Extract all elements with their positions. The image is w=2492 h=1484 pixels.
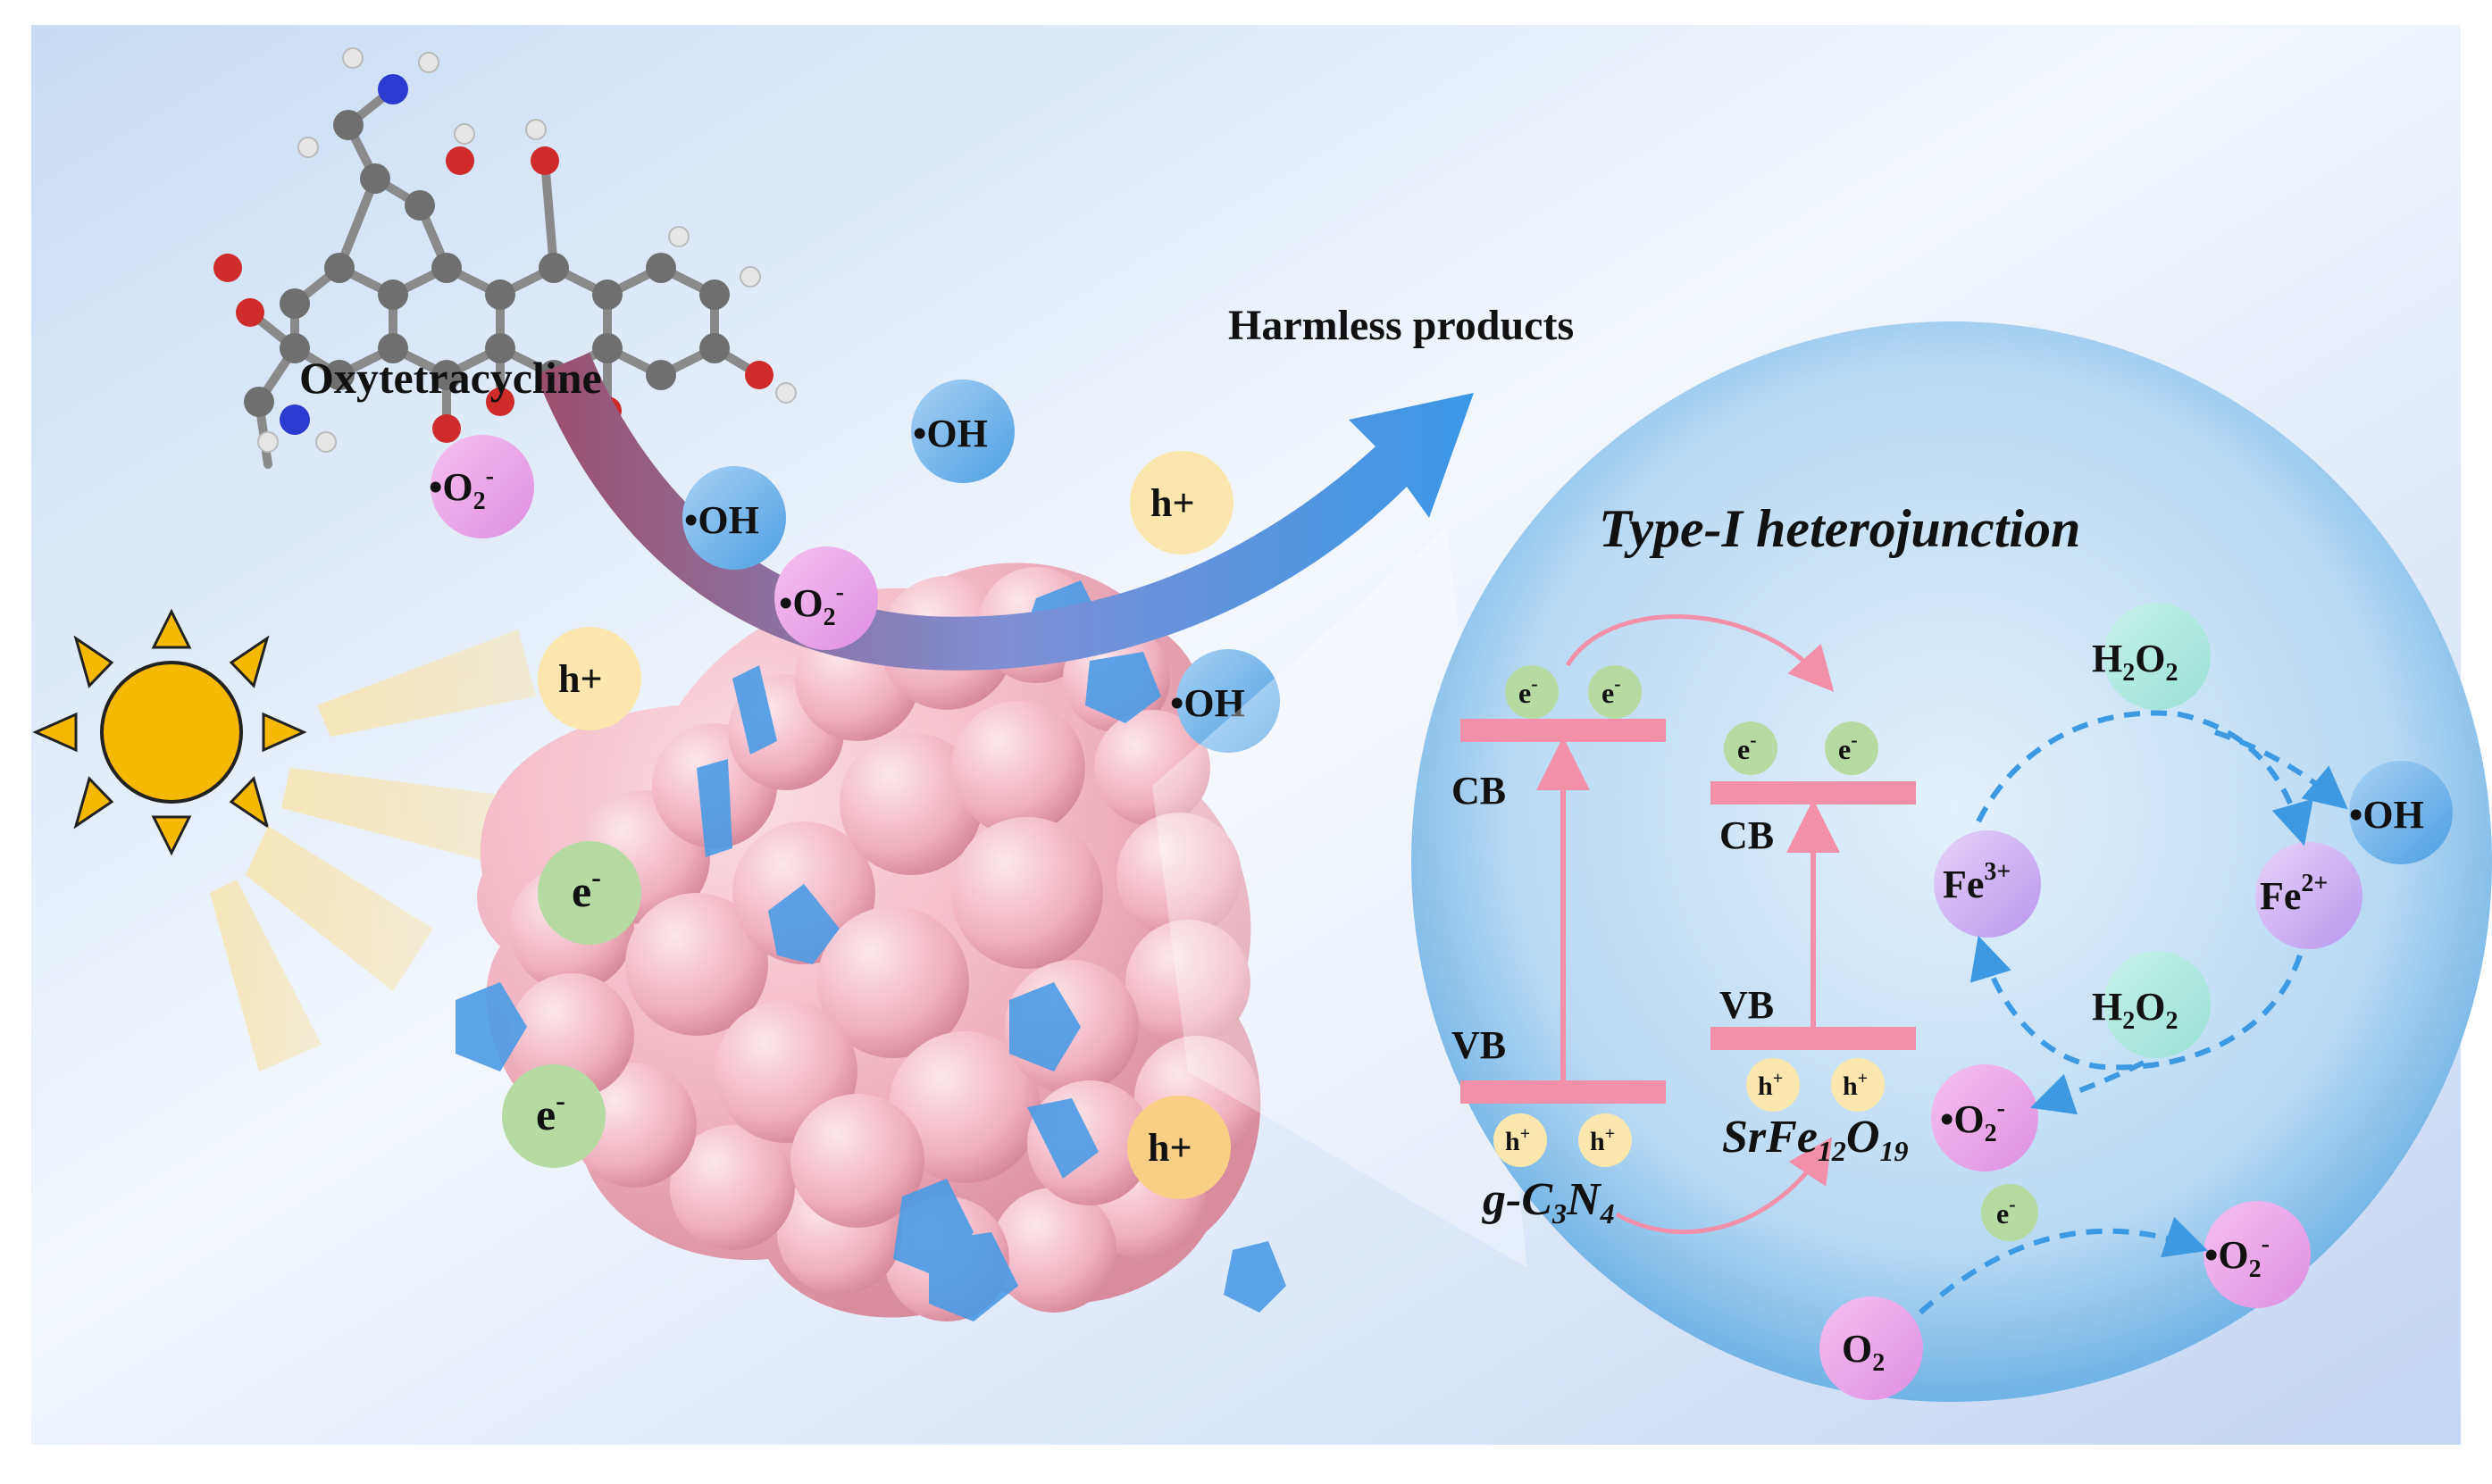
svg-text:h+: h+ — [1148, 1126, 1192, 1170]
o2-badge — [1819, 1296, 1923, 1400]
fe2-badge — [2255, 842, 2362, 949]
svg-text:h+: h+ — [1150, 481, 1195, 525]
products-label: Harmless products — [1228, 302, 1574, 349]
svg-text:h+: h+ — [1843, 1069, 1868, 1101]
svg-text:•O2-: •O2- — [1940, 1095, 2005, 1147]
svg-text:e-: e- — [1737, 729, 1757, 765]
svg-text:•OH: •OH — [1170, 681, 1245, 725]
svg-text:•O2-: •O2- — [779, 579, 844, 631]
electron-badge — [502, 1064, 606, 1168]
molecule-label: Oxytetracycline — [299, 353, 602, 403]
superoxide-badge-right — [2203, 1201, 2311, 1308]
hole-badge — [538, 627, 641, 730]
svg-text:•O2-: •O2- — [429, 463, 494, 515]
gcn-vb-label: VB — [1451, 1023, 1506, 1067]
superoxide-badge — [431, 435, 534, 538]
svg-text:e-: e- — [1518, 672, 1538, 709]
hole-badge — [1130, 451, 1233, 554]
svg-text:e-: e- — [1996, 1193, 2016, 1230]
svg-text:h+: h+ — [558, 657, 603, 701]
oxytetracycline-molecule — [213, 47, 797, 469]
srfe-vb-band — [1710, 1027, 1916, 1050]
hydroxyl-badge — [1176, 649, 1280, 753]
hole-transfer-arrow — [1615, 1137, 1833, 1235]
svg-text:•OH: •OH — [913, 412, 988, 455]
hydroxyl-badge — [911, 379, 1015, 483]
electron-badge-small — [1981, 1184, 2038, 1241]
superoxide-badge — [774, 546, 878, 650]
gcn-cb-label: CB — [1451, 769, 1506, 813]
srfe-label: SrFe12O19 — [1722, 1112, 1908, 1167]
fe2-to-fe3-arrow — [1969, 935, 2303, 1071]
svg-text:•OH: •OH — [684, 498, 759, 542]
svg-text:Fe2+: Fe2+ — [2260, 870, 2328, 918]
svg-text:h+: h+ — [1505, 1124, 1530, 1156]
hole-badge — [1127, 1096, 1231, 1199]
svg-text:•OH: •OH — [2349, 793, 2424, 837]
svg-text:e-: e- — [1838, 729, 1858, 765]
svg-text:H2O2: H2O2 — [2092, 985, 2178, 1035]
superoxide-badge-mid — [1931, 1064, 2038, 1171]
electron-badge — [538, 841, 641, 945]
degradation-arrow — [536, 353, 1474, 671]
to-superoxide-arrow — [2029, 1060, 2145, 1115]
cb-electrons: e- e- e- e- — [1505, 665, 1878, 775]
sun-icon — [32, 608, 307, 856]
svg-text:O2: O2 — [1842, 1327, 1885, 1377]
hydroxyl-badge — [682, 466, 786, 570]
srfe-cb-label: CB — [1719, 813, 1774, 857]
fe3-to-fe2-arrow — [1976, 710, 2313, 846]
svg-text:h+: h+ — [1758, 1069, 1783, 1101]
srfe-vb-label: VB — [1719, 983, 1774, 1027]
vb-holes: h+ h+ h+ h+ — [1493, 1058, 1885, 1167]
electron-transfer-arrow — [1565, 614, 1835, 692]
svg-text:e-: e- — [536, 1084, 565, 1139]
hydroxyl-badge-right — [2349, 761, 2453, 864]
gcn-vb-band — [1460, 1080, 1666, 1104]
svg-text:e-: e- — [572, 861, 601, 916]
svg-text:H2O2: H2O2 — [2092, 637, 2178, 687]
fe3-badge — [1934, 830, 2041, 938]
svg-text:•O2-: •O2- — [2204, 1230, 2270, 1283]
h2o2-badge-bottom — [2103, 951, 2211, 1058]
svg-text:e-: e- — [1601, 672, 1621, 709]
heterojunction-panel: Type-I heterojunction CB VB CB VB e- e- … — [1411, 321, 2492, 1402]
gcn-cb-band — [1460, 719, 1666, 742]
gcn-label: g-C3N4 — [1482, 1174, 1615, 1230]
svg-text:Fe3+: Fe3+ — [1943, 858, 2011, 906]
srfe-cb-band — [1710, 781, 1916, 805]
species-left: •O2- •OH •OH •O2- h+ •OH h+ e- e- h+ — [429, 379, 1280, 1199]
svg-text:h+: h+ — [1590, 1124, 1615, 1156]
light-beams — [210, 629, 536, 1071]
heterojunction-title: Type-I heterojunction — [1599, 499, 2080, 558]
h2o2-badge-top — [2103, 603, 2211, 710]
